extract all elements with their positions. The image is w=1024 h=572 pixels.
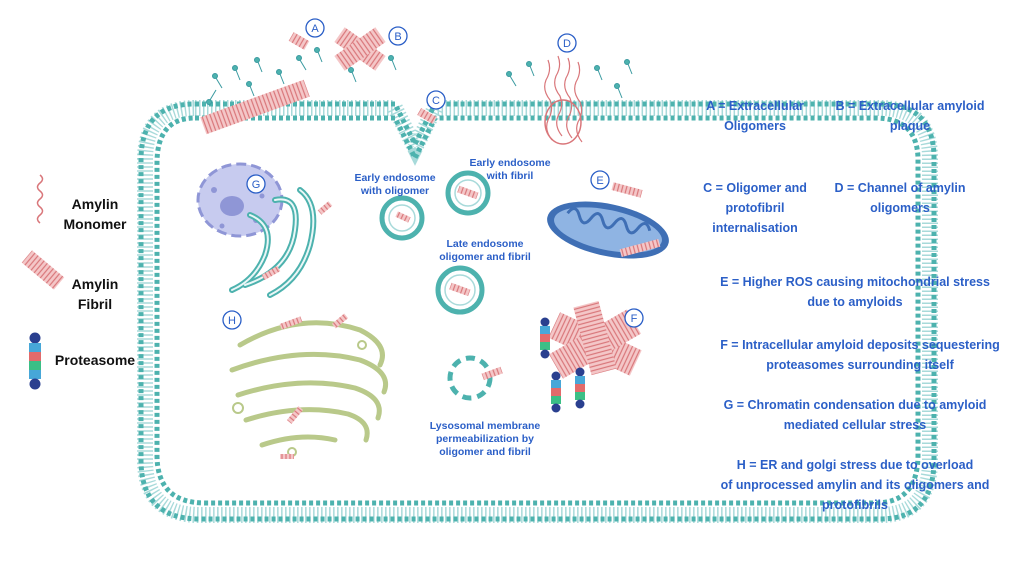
early-endosome-fibril-label: Early endosome with fibril <box>469 157 551 182</box>
extracellular-fibrils <box>200 27 437 135</box>
early-endosome-oligomer-label: Early endosome with oligomer <box>354 172 436 197</box>
intracellular-deposit <box>548 300 642 379</box>
key-h: H = ER and golgi stress due to overload … <box>720 458 990 512</box>
nucleus <box>196 162 284 238</box>
cell-membrane <box>137 100 938 523</box>
legend-proteasome-label: Proteasome <box>54 352 136 368</box>
legend-icons <box>21 174 65 390</box>
mitochondrion <box>547 182 669 259</box>
key-d: D = Channel of amylin oligomers <box>834 181 966 215</box>
endosome-cargo <box>395 185 503 381</box>
legend-monomer-label: Amylin Monomer <box>63 196 127 232</box>
svg-text:F: F <box>631 313 638 325</box>
monomer-icon <box>36 174 44 224</box>
endosomes <box>379 170 493 401</box>
late-endosome-label: Late endosome oligomer and fibril <box>439 238 531 263</box>
marker-h: H <box>222 310 242 330</box>
svg-text:E: E <box>596 175 603 187</box>
key-e: E = Higher ROS causing mitochondrial str… <box>720 275 990 309</box>
legend-fibril-label: Amylin Fibril <box>71 276 119 312</box>
golgi-apparatus <box>229 320 388 457</box>
svg-text:D: D <box>563 38 571 50</box>
key-a: A = Extracellular Oligomers <box>706 99 804 133</box>
extracellular-oligomers <box>206 47 633 105</box>
oligomer-channel <box>544 55 583 145</box>
svg-text:G: G <box>252 179 261 191</box>
marker-g: G <box>246 174 266 194</box>
svg-text:C: C <box>432 95 440 107</box>
key-c: C = Oligomer and protofibril internalisa… <box>703 181 807 235</box>
marker-b: B <box>388 26 408 46</box>
proteasomes <box>540 317 585 413</box>
marker-c: C <box>426 90 446 110</box>
marker-f: F <box>624 308 644 328</box>
marker-e: E <box>590 170 610 190</box>
fibril-icon <box>21 250 65 290</box>
proteasome-icon <box>29 332 41 390</box>
key-f: F = Intracellular amyloid deposits seque… <box>720 338 1000 372</box>
lysosome-label: Lysosomal membrane permeabilization by o… <box>429 420 541 458</box>
svg-text:B: B <box>394 31 401 43</box>
cytoplasmic-fibrils <box>261 201 349 459</box>
marker-a: A <box>305 18 325 38</box>
key-b: B = Extracellular amyloid plaque <box>835 99 985 133</box>
svg-text:H: H <box>228 315 236 327</box>
svg-text:A: A <box>311 23 319 35</box>
marker-d: D <box>557 33 577 53</box>
key-g: G = Chromatin condensation due to amyloi… <box>723 398 987 432</box>
